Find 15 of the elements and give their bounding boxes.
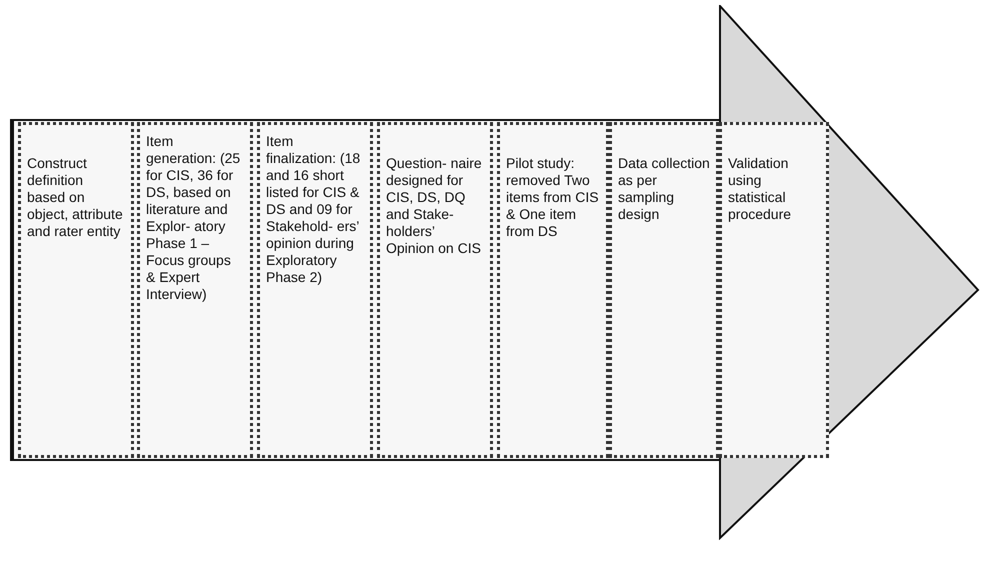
step-box xyxy=(609,122,719,458)
step-box xyxy=(18,122,134,458)
step-text: Validation using statistical procedure xyxy=(728,155,792,223)
step-text: Construct definition based on object, attribute and rater entity xyxy=(27,155,124,240)
step-text: Item generation: (25 for CIS, 36 for DS, based on literature and Explor- atory Phase 1 – Focus groups & Expert Interview) xyxy=(146,133,242,303)
step-box xyxy=(257,122,373,458)
step-box xyxy=(719,122,829,458)
step-box xyxy=(377,122,493,458)
step-text: Item finalization: (18 and 16 short listed for CIS & DS and 09 for Stakehold- ers’ opinion during Exploratory Phase 2) xyxy=(266,133,362,286)
step-box xyxy=(497,122,609,458)
step-text: Question- naire designed for CIS, DS, DQ and Stake- holders’ Opinion on CIS xyxy=(386,155,483,257)
step-text: Data collection as per sampling design xyxy=(618,155,710,223)
block-arrow xyxy=(10,5,980,540)
step-text: Pilot study: removed Two items from CIS & One item from DS xyxy=(506,155,600,240)
step-box xyxy=(137,122,253,458)
